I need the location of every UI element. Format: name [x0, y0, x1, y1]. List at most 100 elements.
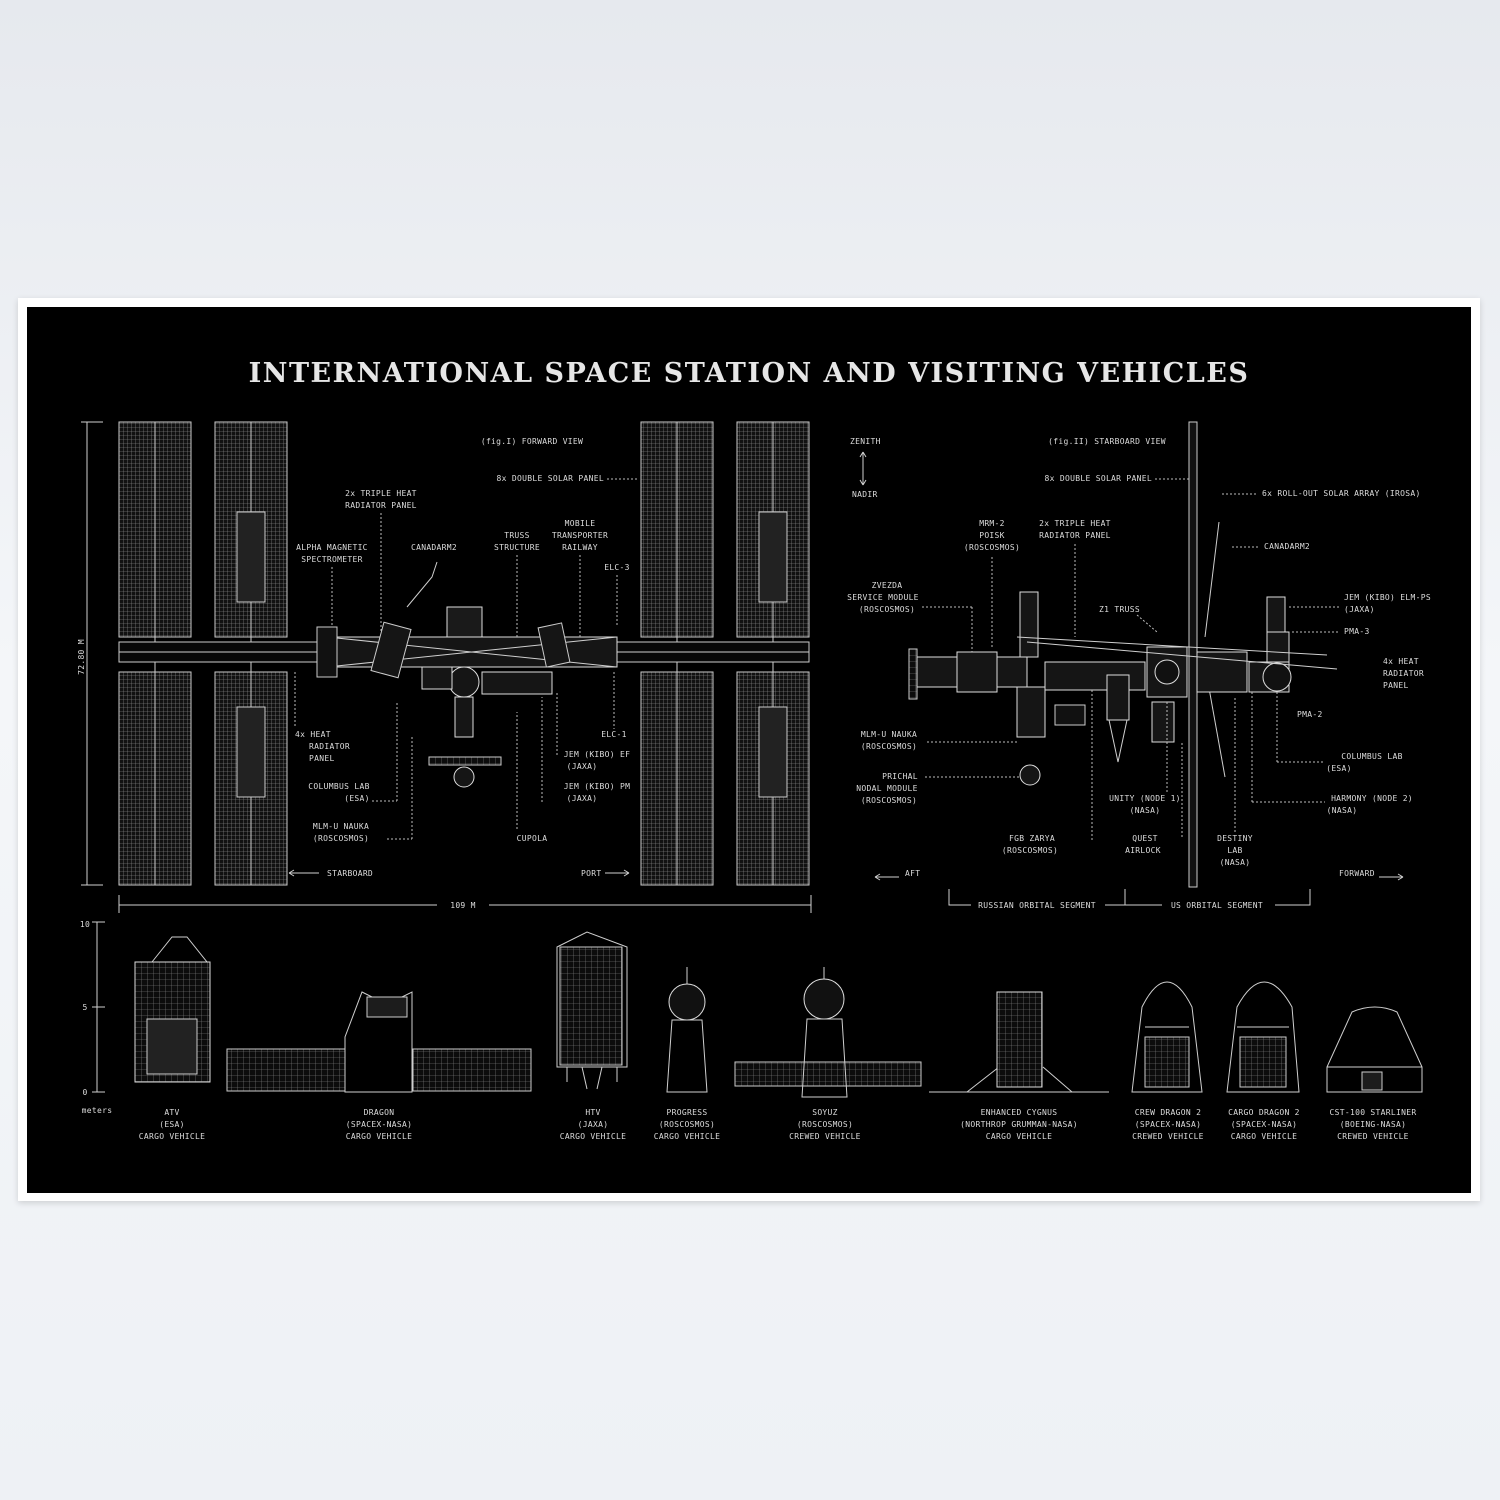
label-harmony-2: (NASA): [1327, 806, 1358, 815]
label-prichal-1: PRICHAL: [882, 772, 918, 781]
svg-text:CREWED VEHICLE: CREWED VEHICLE: [789, 1132, 861, 1141]
vehicle-label-cargo-dragon2: CARGO DRAGON 2 (SPACEX-NASA) CARGO VEHIC…: [1228, 1108, 1299, 1141]
label-mrm2-1: MRM-2: [979, 519, 1005, 528]
vehicles: ATV (ESA) CARGO VEHICLE DRAGON (SPACEX-N…: [134, 931, 1423, 1141]
label-truss-1: TRUSS: [504, 531, 530, 540]
vehicle-htv-drawing: [556, 931, 628, 1090]
svg-text:(ESA): (ESA): [159, 1120, 185, 1129]
svg-text:CARGO VEHICLE: CARGO VEHICLE: [560, 1132, 627, 1141]
label-sv-triple-heat-2: RADIATOR PANEL: [1039, 531, 1111, 540]
vehicle-starliner-drawing: [1326, 1006, 1423, 1093]
label-quest-1: QUEST: [1132, 834, 1158, 843]
height-dimension-label: 72.80 M: [77, 639, 86, 675]
vehicle-label-starliner: CST-100 STARLINER (BOEING-NASA) CREWED V…: [1330, 1108, 1417, 1141]
label-mrm2-2: POISK: [979, 531, 1005, 540]
svg-text:SOYUZ: SOYUZ: [812, 1108, 838, 1117]
svg-text:(ROSCOSMOS): (ROSCOSMOS): [659, 1120, 715, 1129]
vehicle-soyuz-drawing: [734, 967, 922, 1098]
label-jem-elm-1: JEM (KIBO) ELM-PS: [1344, 593, 1431, 602]
svg-text:CREW DRAGON 2: CREW DRAGON 2: [1135, 1108, 1202, 1117]
svg-text:(SPACEX-NASA): (SPACEX-NASA): [1231, 1120, 1298, 1129]
starboard-view-heading: (fig.II) STARBOARD VIEW: [1048, 437, 1166, 446]
label-jem-ef-1: JEM (KIBO) EF: [564, 750, 631, 759]
label-elc3: ELC-3: [604, 563, 630, 572]
svg-text:CARGO VEHICLE: CARGO VEHICLE: [1231, 1132, 1298, 1141]
width-dimension-label: 109 M: [450, 901, 476, 910]
vehicle-crew-dragon2-drawing: [1131, 981, 1203, 1093]
vehicle-label-dragon: DRAGON (SPACEX-NASA) CARGO VEHICLE: [346, 1108, 413, 1141]
vehicle-cargo-dragon2-drawing: [1226, 981, 1300, 1093]
svg-text:(JAXA): (JAXA): [578, 1120, 609, 1129]
label-destiny-1: DESTINY: [1217, 834, 1253, 843]
label-unity-2: (NASA): [1130, 806, 1161, 815]
label-russian-segment: RUSSIAN ORBITAL SEGMENT: [978, 901, 1096, 910]
label-double-solar: 8x DOUBLE SOLAR PANEL: [497, 474, 604, 483]
label-cupola: CUPOLA: [517, 834, 548, 843]
scale-bar: 10 5 0 meters: [80, 920, 112, 1115]
svg-text:CARGO VEHICLE: CARGO VEHICLE: [346, 1132, 413, 1141]
poster-title: INTERNATIONAL SPACE STATION AND VISITING…: [249, 358, 1250, 389]
label-mobile-2: TRANSPORTER: [552, 531, 608, 540]
label-elc1: ELC-1: [601, 730, 627, 739]
main-truss: [118, 561, 810, 788]
vehicle-atv-drawing: [134, 936, 211, 1083]
label-jem-elm-2: (JAXA): [1344, 605, 1375, 614]
label-zarya-1: FGB ZARYA: [1009, 834, 1055, 843]
vehicle-progress-drawing: [666, 967, 708, 1093]
scale-tick-0: 0: [82, 1088, 87, 1097]
label-sv-columbus-1: COLUMBUS LAB: [1341, 752, 1402, 761]
label-jem-pm-1: JEM (KIBO) PM: [564, 782, 631, 791]
label-triple-heat-2: RADIATOR PANEL: [345, 501, 417, 510]
scale-tick-5: 5: [82, 1003, 87, 1012]
starboard-view: ZENITH NADIR (fig.II) STARBOARD VIEW 8x …: [847, 421, 1431, 910]
label-jem-ef-2: (JAXA): [567, 762, 598, 771]
svg-text:(SPACEX-NASA): (SPACEX-NASA): [346, 1120, 413, 1129]
label-sv-nauka-1: MLM-U NAUKA: [861, 730, 917, 739]
label-mrm2-3: (ROSCOSMOS): [964, 543, 1020, 552]
svg-text:(BOEING-NASA): (BOEING-NASA): [1340, 1120, 1407, 1129]
label-pma2: PMA-2: [1297, 710, 1323, 719]
label-truss-2: STRUCTURE: [494, 543, 540, 552]
label-zenith: ZENITH: [850, 437, 881, 446]
svg-text:PROGRESS: PROGRESS: [667, 1108, 708, 1117]
vehicle-cygnus-drawing: [929, 991, 1109, 1093]
vehicle-label-htv: HTV (JAXA) CARGO VEHICLE: [560, 1108, 627, 1141]
label-zvezda-3: (ROSCOSMOS): [859, 605, 915, 614]
label-sv-triple-heat-1: 2x TRIPLE HEAT: [1039, 519, 1111, 528]
scale-tick-10: 10: [80, 920, 90, 929]
label-prichal-3: (ROSCOSMOS): [861, 796, 917, 805]
label-sv-double-solar: 8x DOUBLE SOLAR PANEL: [1045, 474, 1152, 483]
label-columbus-1: COLUMBUS LAB: [308, 782, 369, 791]
label-triple-heat-1: 2x TRIPLE HEAT: [345, 489, 417, 498]
svg-text:CREWED VEHICLE: CREWED VEHICLE: [1337, 1132, 1409, 1141]
label-unity-1: UNITY (NODE 1): [1109, 794, 1181, 803]
vehicle-label-crew-dragon2: CREW DRAGON 2 (SPACEX-NASA) CREWED VEHIC…: [1132, 1108, 1203, 1141]
label-nauka-2: (ROSCOSMOS): [313, 834, 369, 843]
label-aft: AFT: [905, 869, 920, 878]
label-jem-pm-2: (JAXA): [567, 794, 598, 803]
vehicle-label-progress: PROGRESS (ROSCOSMOS) CARGO VEHICLE: [654, 1108, 720, 1141]
label-heat4-2: RADIATOR: [309, 742, 350, 751]
label-sv-columbus-2: (ESA): [1326, 764, 1352, 773]
diagram-canvas: INTERNATIONAL SPACE STATION AND VISITING…: [77, 358, 1431, 1141]
label-heat4-3: PANEL: [309, 754, 335, 763]
scale-unit: meters: [82, 1106, 113, 1115]
vehicle-label-atv: ATV (ESA) CARGO VEHICLE: [139, 1108, 205, 1141]
svg-text:HTV: HTV: [585, 1108, 600, 1117]
svg-text:(ROSCOSMOS): (ROSCOSMOS): [797, 1120, 853, 1129]
poster: INTERNATIONAL SPACE STATION AND VISITING…: [27, 307, 1471, 1193]
label-mobile-3: RAILWAY: [562, 543, 598, 552]
label-us-segment: US ORBITAL SEGMENT: [1171, 901, 1263, 910]
forward-view: 72.80 M 109 M: [77, 421, 812, 913]
label-sv-nauka-2: (ROSCOSMOS): [861, 742, 917, 751]
svg-text:DRAGON: DRAGON: [364, 1108, 395, 1117]
label-sv-heat4-3: PANEL: [1383, 681, 1409, 690]
svg-text:CARGO VEHICLE: CARGO VEHICLE: [986, 1132, 1053, 1141]
svg-text:CST-100 STARLINER: CST-100 STARLINER: [1330, 1108, 1417, 1117]
vehicle-dragon-drawing: [226, 991, 532, 1093]
label-nauka-1: MLM-U NAUKA: [313, 822, 369, 831]
label-zarya-2: (ROSCOSMOS): [1002, 846, 1058, 855]
label-ams-2: SPECTROMETER: [301, 555, 362, 564]
label-sv-heat4-1: 4x HEAT: [1383, 657, 1419, 666]
forward-view-heading: (fig.I) FORWARD VIEW: [481, 437, 583, 446]
